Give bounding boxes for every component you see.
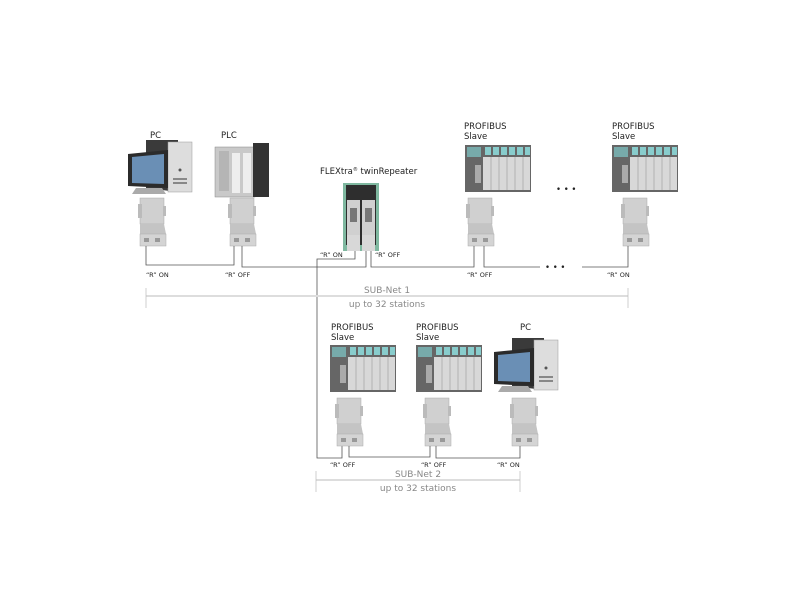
termination-label: “R” ON (607, 271, 630, 279)
subnet2-span (315, 471, 521, 492)
bus-connector-icon (227, 197, 257, 247)
slave-a-label-2: Slave (464, 132, 487, 142)
profibus-slave-icon (464, 144, 532, 193)
slave-a-label-1: PROFIBUS (464, 122, 507, 132)
termination-label: “R” ON (320, 251, 343, 259)
bus-connector-icon (509, 397, 539, 447)
slave-b-label-2: Slave (612, 132, 635, 142)
subnet1-capacity: up to 32 stations (349, 300, 425, 310)
termination-label: “R” OFF (421, 461, 447, 469)
termination-label: “R” OFF (330, 461, 356, 469)
bus-connector-icon (465, 197, 495, 247)
plc-label: PLC (221, 131, 237, 141)
termination-label: “R” ON (146, 271, 169, 279)
subnet2-capacity: up to 32 stations (380, 484, 456, 494)
profibus-slave-icon (329, 344, 397, 393)
repeater-label: FLEXtra® twinRepeater (320, 166, 418, 177)
ellipsis-top: • • • (556, 185, 576, 195)
bus-connector-icon (620, 197, 650, 247)
subnet1-span (145, 288, 629, 308)
slave-c-label-2: Slave (331, 333, 354, 343)
bus-connector-icon (422, 397, 452, 447)
bus-cable-subnet1 (145, 246, 629, 459)
ellipsis-bus: • • • (545, 263, 565, 273)
profibus-slave-icon (611, 144, 679, 193)
bus-cable-subnet2 (348, 446, 521, 459)
repeater-icon (343, 183, 379, 251)
subnet2-name: SUB-Net 2 (395, 470, 441, 480)
slave-c-label-1: PROFIBUS (331, 323, 374, 333)
bus-connector-icon (137, 197, 167, 247)
pc-icon (493, 337, 559, 393)
bus-connector-icon (334, 397, 364, 447)
termination-label: “R” ON (497, 461, 520, 469)
slave-d-label-2: Slave (416, 333, 439, 343)
plc-icon (214, 142, 270, 198)
termination-label: “R” OFF (225, 271, 251, 279)
termination-label: “R” OFF (467, 271, 493, 279)
profibus-slave-icon (415, 344, 483, 393)
pc2-label: PC (520, 323, 531, 333)
pc-label: PC (150, 131, 161, 141)
pc-icon (127, 139, 193, 195)
slave-b-label-1: PROFIBUS (612, 122, 655, 132)
subnet1-name: SUB-Net 1 (364, 286, 410, 296)
slave-d-label-1: PROFIBUS (416, 323, 459, 333)
termination-label: “R” OFF (375, 251, 401, 259)
